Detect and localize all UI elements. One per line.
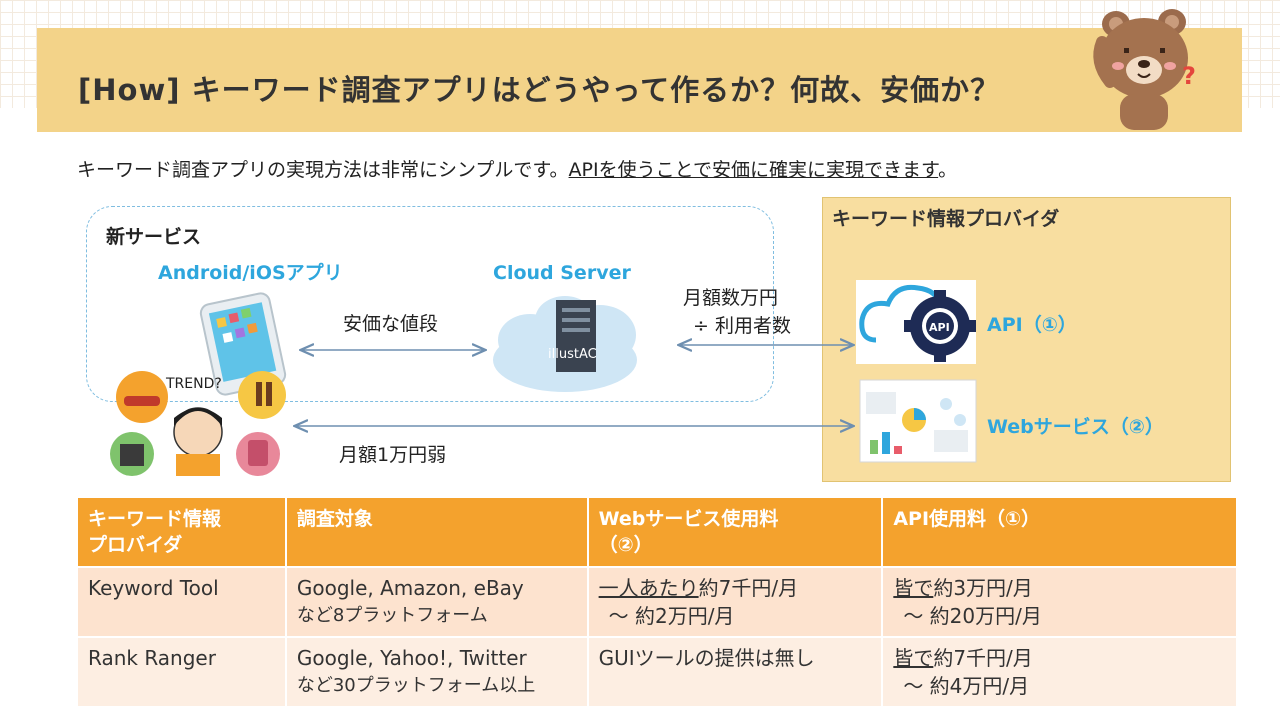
slide-title: [How] キーワード調査アプリはどうやって作るか？何故、安価か？ bbox=[78, 73, 1001, 107]
new-service-box bbox=[86, 206, 774, 402]
price-app-server: 安価な値段 bbox=[343, 313, 439, 335]
diagram-graphics: illustAC TREND? API bbox=[110, 280, 977, 476]
svg-text:?: ? bbox=[1182, 62, 1196, 90]
table-header-row: キーワード情報 プロバイダ 調査対象 Webサービス使用料 （②） API使用料… bbox=[78, 498, 1238, 567]
header-api-fee: API使用料（①） bbox=[882, 498, 1238, 567]
cell-target: Google, Yahoo!, Twitter など30プラットフォーム以上 bbox=[285, 636, 589, 706]
cell-api-fee: 皆で約7千円/月 ～ 約4万円/月 bbox=[882, 636, 1238, 706]
web-service-label: Webサービス（②） bbox=[987, 416, 1164, 438]
table-row: Rank Ranger Google, Yahoo!, Twitter など30… bbox=[78, 636, 1238, 706]
api-icon-text: API bbox=[929, 321, 950, 334]
cell-api-fee: 皆で約3万円/月 ～ 約20万円/月 bbox=[882, 566, 1238, 637]
header-web-fee: Webサービス使用料 （②） bbox=[587, 498, 884, 567]
intro-underlined-text: APIを使うことで安価に確実に実現できます bbox=[568, 159, 939, 181]
provider-label: キーワード情報プロバイダ bbox=[832, 208, 1060, 230]
api-gear-icon: API bbox=[856, 280, 976, 364]
smartphone-icon bbox=[199, 292, 287, 396]
cell-web-fee: GUIツールの提供は無し bbox=[587, 636, 884, 706]
trend-text: TREND? bbox=[165, 376, 222, 392]
api-label: API（①） bbox=[987, 314, 1077, 336]
table-row: Keyword Tool Google, Amazon, eBay など8プラッ… bbox=[78, 566, 1238, 637]
cell-provider: Rank Ranger bbox=[78, 636, 287, 706]
title-band bbox=[37, 28, 1242, 132]
price-user-web: 月額1万円弱 bbox=[339, 444, 447, 466]
cell-web-fee: 一人あたり約7千円/月 ～ 約2万円/月 bbox=[587, 566, 884, 637]
price-server-api: 月額数万円 ÷ 利用者数 bbox=[683, 287, 791, 337]
provider-table: キーワード情報 プロバイダ 調査対象 Webサービス使用料 （②） API使用料… bbox=[78, 498, 1238, 706]
header-provider: キーワード情報 プロバイダ bbox=[78, 498, 287, 567]
user-trend-icon: TREND? bbox=[110, 371, 286, 476]
cloud-server-label: Cloud Server bbox=[493, 262, 631, 284]
new-service-label: 新サービス bbox=[106, 226, 202, 248]
cell-target: Google, Amazon, eBay など8プラットフォーム bbox=[285, 566, 589, 637]
cell-provider: Keyword Tool bbox=[78, 566, 287, 637]
cloud-watermark-text: illustAC bbox=[548, 347, 597, 362]
app-label: Android/iOSアプリ bbox=[158, 262, 343, 284]
header-target: 調査対象 bbox=[285, 498, 589, 567]
web-service-document-icon bbox=[859, 379, 977, 463]
intro-text: キーワード調査アプリの実現方法は非常にシンプルです。APIを使うことで安価に確実… bbox=[77, 159, 958, 181]
cloud-server-icon: illustAC bbox=[493, 296, 637, 392]
bear-mascot-icon: ? bbox=[1093, 9, 1196, 130]
